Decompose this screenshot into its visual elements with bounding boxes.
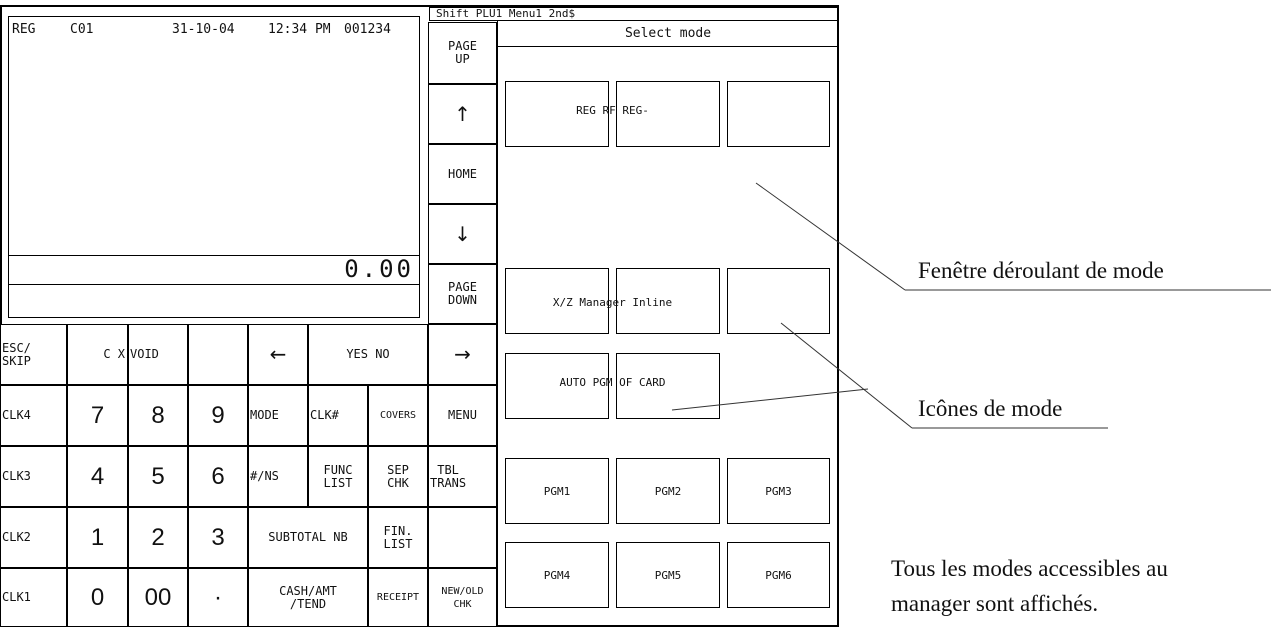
page-down-key[interactable]: PAGE DOWN [428,264,497,324]
clerk-4-key[interactable]: CLK4 [0,385,67,446]
mode-icon-card[interactable] [616,353,720,419]
table-transfer-key[interactable]: TBL TRANS [428,446,497,507]
callout-line-icons [780,322,913,429]
yes-no-key[interactable]: YES NO [308,324,428,385]
double-zero-key[interactable]: 00 [128,568,188,627]
mode-icon-pgm3[interactable]: PGM3 [727,458,830,524]
menu-key[interactable]: MENU [428,385,497,446]
separate-check-key[interactable]: SEP CHK [368,446,428,507]
right-arrow-key[interactable]: → [428,324,497,385]
finalize-list-key[interactable]: FIN. LIST [368,507,428,568]
void-key[interactable]: VOID [128,324,188,385]
new-old-check-key[interactable]: NEW/OLD CHK [428,568,497,627]
clerk-2-key[interactable]: CLK2 [0,507,67,568]
home-key[interactable]: HOME [428,144,497,204]
digit-0-key[interactable]: 0 [67,568,128,627]
digit-5-key[interactable]: 5 [128,446,188,507]
mode-row-3-label: AUTO PGM OF CARD [559,376,666,389]
digit-6-key[interactable]: 6 [188,446,248,507]
esc-skip-key[interactable]: ESC/ SKIP [0,324,67,385]
mode-scroll-window[interactable] [497,21,839,627]
display-date: 31-10-04 [172,22,235,37]
page-up-key[interactable]: PAGE UP [428,22,497,84]
callout-line-window [755,182,906,291]
mode-icon-pgm2[interactable]: PGM2 [616,458,720,524]
note-line-2: manager sont affichés. [891,591,1099,616]
display-header: REG C01 31-10-04 12:34 PM 001234 [8,20,420,44]
mode-icon-reg[interactable] [505,81,609,147]
callout-line-icons-2 [671,388,869,411]
up-arrow-icon: ↑ [454,101,471,126]
mode-icon-empty[interactable] [727,268,830,334]
mode-row-1-label: REG RF REG- [576,104,649,117]
note-line-1: Tous les modes accessibles au [891,556,1168,581]
mode-row-2-label: X/Z Manager Inline [552,296,673,309]
mode-icon-reg-minus[interactable] [616,81,720,147]
blank-key[interactable] [188,324,248,385]
covers-key[interactable]: COVERS [368,385,428,446]
display-time: 12:34 PM [268,22,331,37]
function-shift-bar: Shift PLU1 Menu1 2nd$ [429,7,839,21]
digit-3-key[interactable]: 3 [188,507,248,568]
digit-9-key[interactable]: 9 [188,385,248,446]
display-divider [8,255,420,256]
cash-amount-tender-key[interactable]: CASH/AMT /TEND [248,568,368,627]
up-arrow-key[interactable]: ↑ [428,84,497,144]
callout-mode-icons: Icônes de mode [918,396,1063,421]
display-mode: REG [12,22,36,37]
clerk-1-key[interactable]: CLK1 [0,568,67,627]
digit-4-key[interactable]: 4 [67,446,128,507]
mode-icon-pgm5[interactable]: PGM5 [616,542,720,608]
subtotal-key[interactable]: SUBTOTAL NB [248,507,368,568]
clerk-3-key[interactable]: CLK3 [0,446,67,507]
left-arrow-icon: ← [269,342,287,366]
display-receipt-number: 001234 [344,22,391,37]
digit-8-key[interactable]: 8 [128,385,188,446]
clear-key[interactable]: C X [67,324,128,385]
mode-window-title: Select mode [497,23,839,47]
mode-icon-manager-inline[interactable] [616,268,720,334]
digit-1-key[interactable]: 1 [67,507,128,568]
decimal-point-key[interactable]: · [188,568,248,627]
mode-icon-pgm6[interactable]: PGM6 [727,542,830,608]
clerk-number-key[interactable]: CLK# [308,385,368,446]
receipt-key[interactable]: RECEIPT [368,568,428,627]
digit-7-key[interactable]: 7 [67,385,128,446]
mode-key[interactable]: MODE [248,385,308,446]
mode-icon-pgm4[interactable]: PGM4 [505,542,609,608]
down-arrow-icon: ↓ [454,221,471,246]
function-list-key[interactable]: FUNC LIST [308,446,368,507]
callout-scroll-window: Fenêtre déroulant de mode [918,258,1164,283]
receipt-display [8,16,420,318]
display-total: 0.00 [344,255,414,283]
mode-icon-auto-pgm[interactable] [505,353,609,419]
left-arrow-key[interactable]: ← [248,324,308,385]
no-sale-key[interactable]: #/NS [248,446,308,507]
down-arrow-key[interactable]: ↓ [428,204,497,264]
right-arrow-icon: → [454,342,471,366]
blank-key[interactable] [428,507,497,568]
mode-icon-xz[interactable] [505,268,609,334]
mode-icon-empty[interactable] [727,81,830,147]
mode-icon-pgm1[interactable]: PGM1 [505,458,609,524]
display-clerk: C01 [70,22,94,37]
display-divider [8,284,420,285]
digit-2-key[interactable]: 2 [128,507,188,568]
